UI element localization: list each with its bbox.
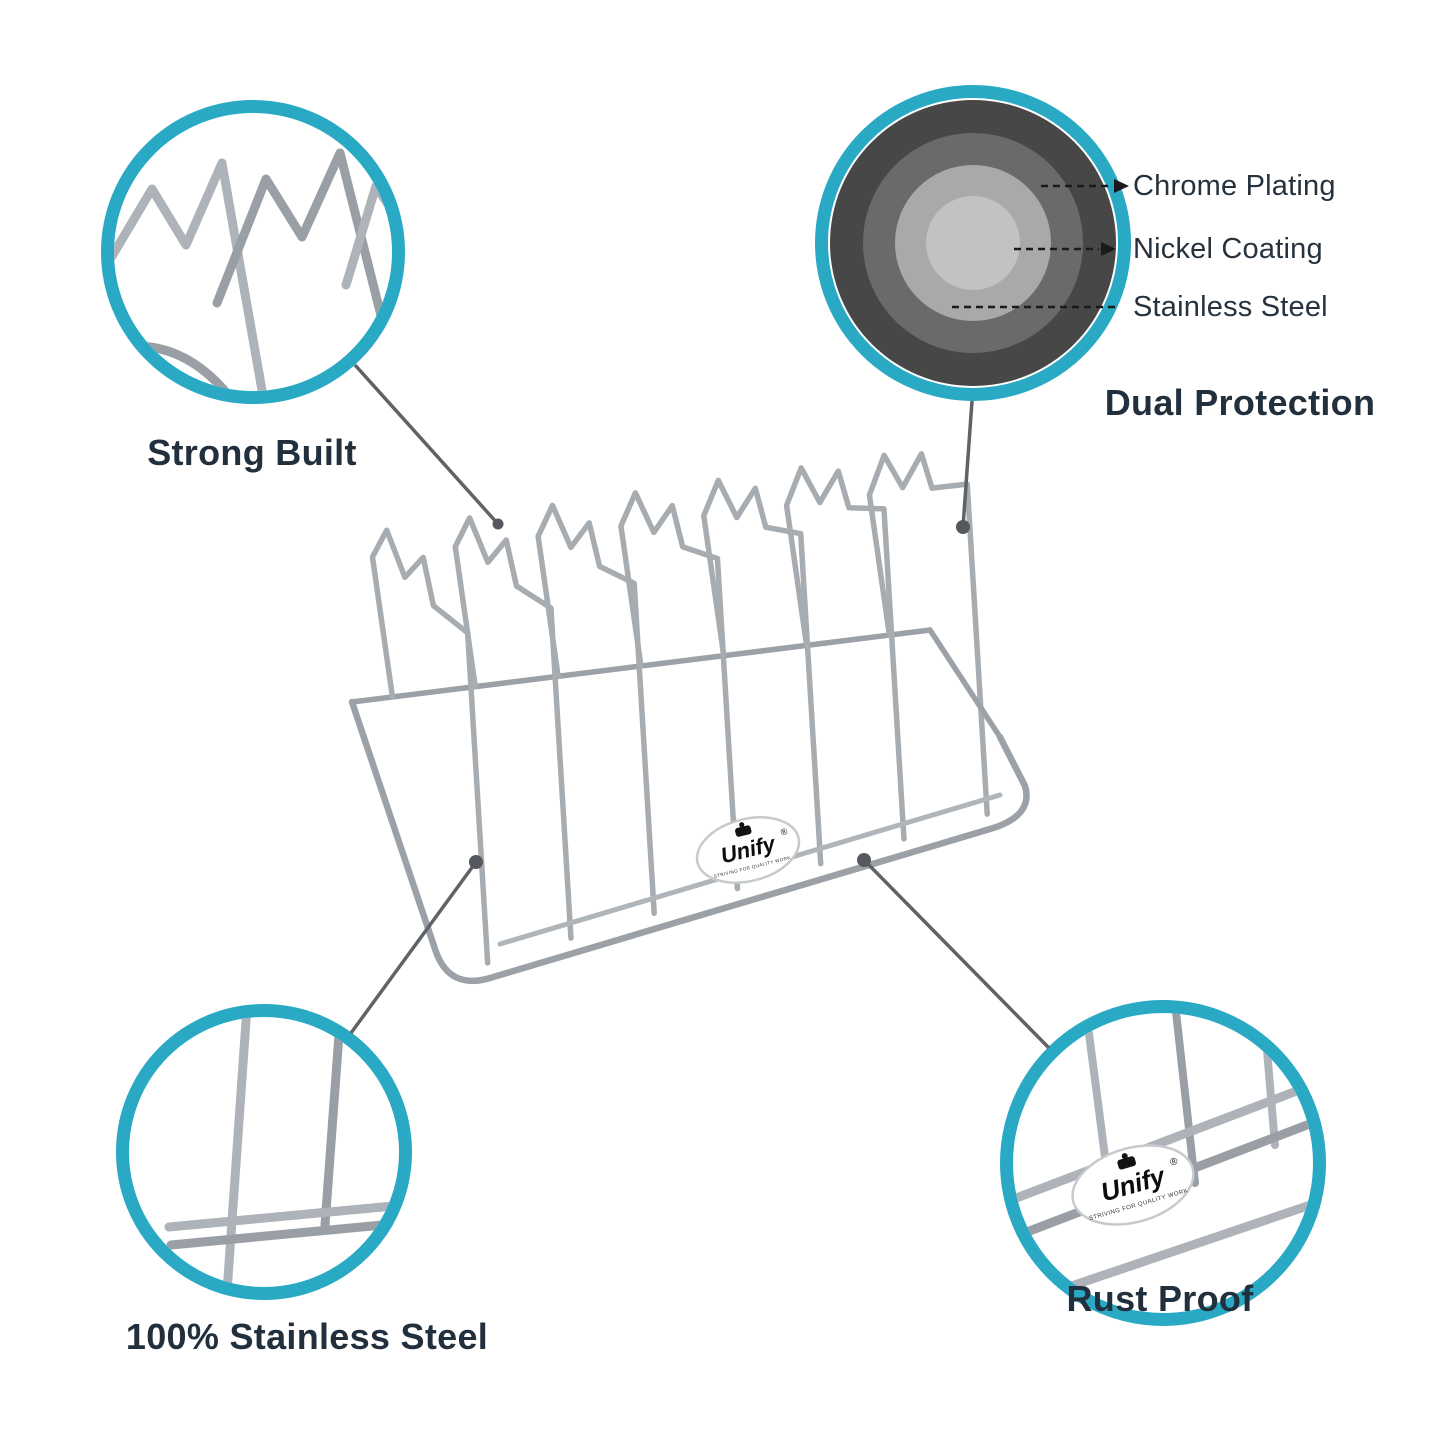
rack-divider <box>369 527 491 966</box>
coating-layers <box>828 98 1118 388</box>
rack-divider <box>618 490 741 892</box>
cooker-icon <box>1117 1156 1136 1170</box>
logo-oval <box>695 816 801 884</box>
strong-built-caption: Strong Built <box>147 432 357 473</box>
rack-wire <box>348 698 1030 985</box>
brand-logo-zoom: Unify ® STRIVING FOR QUALITY WORK <box>1071 1144 1195 1226</box>
cooker-icon <box>735 825 752 837</box>
cooker-icon-knob <box>1121 1153 1128 1160</box>
rust-proof-caption: Rust Proof <box>1066 1278 1254 1319</box>
wire-ears-zoom-illustration <box>114 148 392 391</box>
cooker-icon-knob <box>739 822 745 828</box>
rack-divider <box>701 477 824 867</box>
connector-dot <box>469 855 483 869</box>
wire-rail <box>164 1200 399 1232</box>
wire-ear-shape <box>212 148 392 378</box>
rust-proof-bubble: Unify ® STRIVING FOR QUALITY WORK <box>1000 1000 1326 1326</box>
wire-rail <box>1013 1079 1313 1205</box>
rack-divider <box>866 451 990 817</box>
logo-oval <box>1071 1144 1195 1226</box>
rack-divider <box>783 465 907 842</box>
core-layer <box>926 196 1020 290</box>
wire-leg <box>114 341 231 391</box>
wire-leg <box>1172 1013 1199 1187</box>
brand-name: Unify <box>718 830 779 868</box>
stainless-steel-label: Stainless Steel <box>1133 291 1328 323</box>
connector-dots <box>469 518 970 869</box>
registered-mark: ® <box>1169 1156 1180 1169</box>
stainless-steel-bubble <box>116 1004 412 1300</box>
rack-wire <box>349 627 933 705</box>
callout-connectors <box>349 363 1051 1050</box>
connector-dual-protection <box>961 400 974 528</box>
dual-protection-caption: Dual Protection <box>1104 382 1376 423</box>
rack-divider <box>535 502 657 917</box>
brand-tagline: STRIVING FOR QUALITY WORK <box>713 855 791 879</box>
frame-corner-zoom-illustration <box>129 1017 399 1287</box>
rack-wire <box>927 627 1003 740</box>
stainless-steel-caption: 100% Stainless Steel <box>125 1316 489 1357</box>
connector-dot <box>492 518 504 530</box>
connector-dot <box>857 853 871 867</box>
wire-leg <box>320 1017 345 1230</box>
strong-built-bubble <box>101 100 405 404</box>
registered-mark: ® <box>780 826 789 837</box>
connector-rust-proof <box>862 858 1051 1050</box>
connector-strong-built <box>353 363 500 526</box>
wire-leg <box>1259 1013 1279 1149</box>
nickel-coating-label: Nickel Coating <box>1133 233 1323 265</box>
rack-wire <box>497 792 1003 947</box>
rail-zoom-illustration: Unify ® STRIVING FOR QUALITY WORK <box>1013 1013 1313 1311</box>
chrome-plating-label: Chrome Plating <box>1133 170 1336 202</box>
connector-stainless-steel <box>349 860 478 1035</box>
wire-rail <box>166 1218 399 1250</box>
connector-dot <box>956 520 970 534</box>
brand-logo: Unify ® STRIVING FOR QUALITY WORK <box>695 816 801 884</box>
plate-rack-illustration <box>348 451 1030 985</box>
dual-protection-bubble <box>815 85 1131 401</box>
rack-divider <box>452 515 574 941</box>
wire-leg <box>222 1017 251 1287</box>
